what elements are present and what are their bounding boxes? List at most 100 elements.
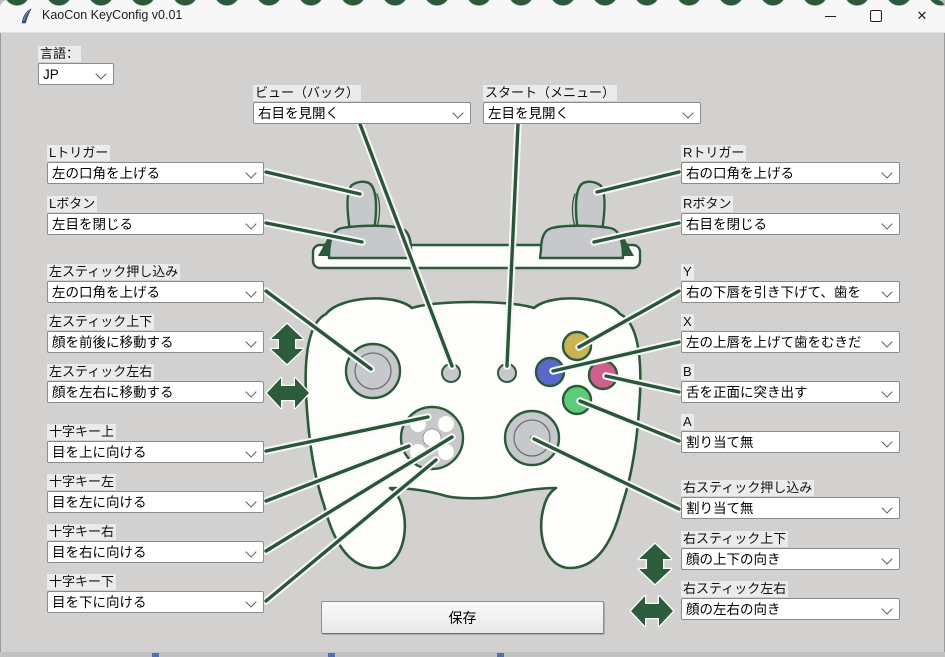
binding-group-x: X 左の上唇を上げて歯をむきだ: [681, 313, 900, 353]
chevron-down-icon: [881, 436, 893, 448]
dpad-left-combobox[interactable]: 目を左に向ける: [47, 491, 264, 513]
chevron-down-icon: [881, 502, 893, 514]
background-tick: [328, 653, 335, 657]
x-combobox[interactable]: 左の上唇を上げて歯をむきだ: [681, 331, 900, 353]
background-tick: [152, 653, 159, 657]
maximize-button[interactable]: [853, 0, 899, 32]
binding-group-rstick-vert: 右スティック上下 顔の上下の向き: [681, 530, 900, 570]
rstick-press-label: 右スティック押し込み: [681, 480, 815, 496]
window-title: KaoCon KeyConfig v0.01: [42, 8, 183, 22]
a-combobox[interactable]: 割り当て無: [681, 431, 900, 453]
lstick-press-combobox[interactable]: 左の口角を上げる: [47, 281, 264, 303]
binding-group-start: スタート（メニュー） 左目を見開く: [483, 84, 701, 124]
rstick-horiz-combobox[interactable]: 顔の左右の向き: [681, 598, 900, 620]
b-combobox[interactable]: 舌を正面に突き出す: [681, 381, 900, 403]
start-combobox[interactable]: 左目を見開く: [483, 102, 701, 124]
binding-group-dpad-down: 十字キー下 目を下に向ける: [47, 573, 264, 613]
a-label: A: [681, 414, 694, 430]
chevron-down-icon: [881, 167, 893, 179]
rstick-press-combobox[interactable]: 割り当て無: [681, 497, 900, 519]
binding-group-b: B 舌を正面に突き出す: [681, 363, 900, 403]
language-label: 言語：: [38, 46, 82, 62]
view-label: ビュー（バック）: [253, 85, 362, 101]
lstick-vert-combobox[interactable]: 顔を前後に移動する: [47, 331, 264, 353]
y-label: Y: [681, 264, 694, 280]
binding-group-lstick-press: 左スティック押し込み 左の口角を上げる: [47, 263, 264, 303]
rstick-vert-combobox[interactable]: 顔の上下の向き: [681, 548, 900, 570]
l-button-label: Lボタン: [47, 196, 98, 212]
r-trigger-label: Rトリガー: [681, 145, 747, 161]
binding-group-rstick-press: 右スティック押し込み 割り当て無: [681, 479, 900, 519]
close-button[interactable]: ✕: [899, 0, 945, 32]
chevron-down-icon: [245, 286, 257, 298]
chevron-down-icon: [245, 386, 257, 398]
view-combobox[interactable]: 右目を見開く: [253, 102, 471, 124]
l-trigger-combobox[interactable]: 左の口角を上げる: [47, 162, 264, 184]
chevron-down-icon: [881, 603, 893, 615]
rstick-horiz-label: 右スティック左右: [681, 581, 789, 597]
chevron-down-icon: [245, 496, 257, 508]
language-combobox[interactable]: JP: [38, 63, 114, 85]
lstick-press-label: 左スティック押し込み: [47, 264, 181, 280]
dpad-down-label: 十字キー下: [47, 574, 117, 590]
chevron-down-icon: [245, 546, 257, 558]
binding-group-dpad-left: 十字キー左 目を左に向ける: [47, 473, 264, 513]
language-group: 言語： JP: [38, 45, 114, 85]
binding-group-dpad-up: 十字キー上 目を上に向ける: [47, 423, 264, 463]
lstick-horiz-label: 左スティック左右: [47, 364, 155, 380]
r-button-combobox[interactable]: 右目を閉じる: [681, 213, 900, 235]
binding-group-a: A 割り当て無: [681, 413, 900, 453]
binding-group-rstick-horiz: 右スティック左右 顔の左右の向き: [681, 580, 900, 620]
binding-group-r-button: Rボタン 右目を閉じる: [681, 195, 900, 235]
dpad-down-combobox[interactable]: 目を下に向ける: [47, 591, 264, 613]
b-label: B: [681, 364, 694, 380]
chevron-down-icon: [245, 596, 257, 608]
rstick-vertical-arrow-icon: [637, 542, 673, 586]
maximize-icon: [870, 10, 882, 22]
r-bumper-shape: [538, 224, 625, 260]
binding-group-lstick-horiz: 左スティック左右 顔を左右に移動する: [47, 363, 264, 403]
binding-group-l-button: Lボタン 左目を閉じる: [47, 195, 264, 235]
close-icon: ✕: [916, 8, 928, 23]
connector-lines: [262, 120, 683, 605]
dpad-up-combobox[interactable]: 目を上に向ける: [47, 441, 264, 463]
l-button-combobox[interactable]: 左目を閉じる: [47, 213, 264, 235]
language-value: JP: [43, 67, 59, 82]
dpad-left-label: 十字キー左: [47, 474, 117, 490]
rstick-horizontal-arrow-icon: [629, 594, 675, 628]
lstick-horiz-combobox[interactable]: 顔を左右に移動する: [47, 381, 264, 403]
binding-group-y: Y 右の下唇を引き下げて、歯を: [681, 263, 900, 303]
lstick-vert-label: 左スティック上下: [47, 314, 155, 330]
background-sketch-edge-top: [0, 0, 945, 6]
y-combobox[interactable]: 右の下唇を引き下げて、歯を: [681, 281, 900, 303]
binding-group-r-trigger: Rトリガー 右の口角を上げる: [681, 144, 900, 184]
r-trigger-combobox[interactable]: 右の口角を上げる: [681, 162, 900, 184]
save-button[interactable]: 保存: [321, 601, 604, 634]
dpad-right-combobox[interactable]: 目を右に向ける: [47, 541, 264, 563]
binding-group-lstick-vert: 左スティック上下 顔を前後に移動する: [47, 313, 264, 353]
chevron-down-icon: [881, 553, 893, 565]
minimize-icon: [824, 15, 836, 17]
binding-group-view: ビュー（バック） 右目を見開く: [253, 84, 471, 124]
chevron-down-icon: [881, 336, 893, 348]
chevron-down-icon: [245, 336, 257, 348]
dpad-right-label: 十字キー右: [47, 524, 117, 540]
binding-group-dpad-right: 十字キー右 目を右に向ける: [47, 523, 264, 563]
r-button-label: Rボタン: [681, 196, 734, 212]
lstick-vertical-arrow-icon: [269, 322, 305, 366]
minimize-button[interactable]: [807, 0, 853, 32]
binding-group-l-trigger: Lトリガー 左の口角を上げる: [47, 144, 264, 184]
chevron-down-icon: [245, 167, 257, 179]
chevron-down-icon: [452, 107, 464, 119]
background-tick: [497, 653, 504, 657]
chevron-down-icon: [881, 218, 893, 230]
rstick-vert-label: 右スティック上下: [681, 531, 789, 547]
x-label: X: [681, 314, 694, 330]
l-trigger-label: Lトリガー: [47, 145, 111, 161]
axis-arrows: [265, 322, 675, 628]
chevron-down-icon: [245, 446, 257, 458]
tk-feather-icon: [21, 8, 32, 24]
chevron-down-icon: [245, 218, 257, 230]
